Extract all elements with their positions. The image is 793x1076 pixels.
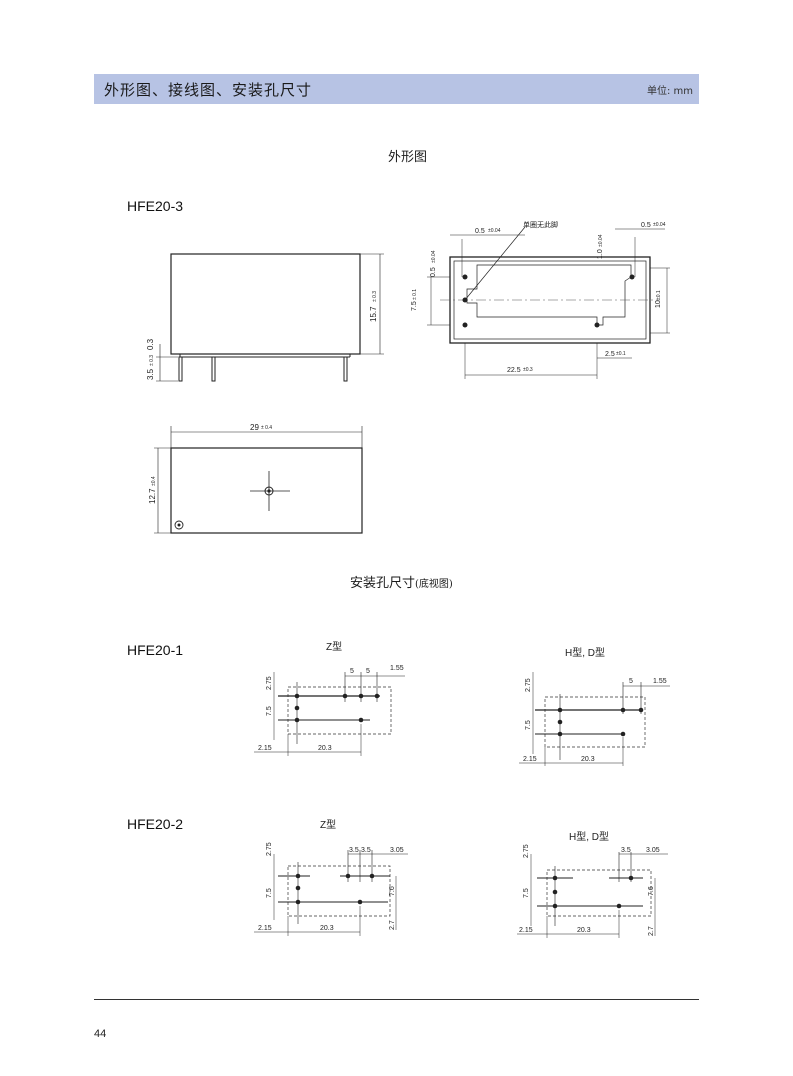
bottom-d7: 22.5 — [507, 367, 521, 374]
z2-dim-d: 3.5 — [361, 847, 371, 854]
hd1-dim-a: 2.75 — [525, 678, 532, 692]
side-pin-offset: 0.3 — [146, 338, 155, 350]
bottom-d5: 7.5 — [411, 301, 418, 311]
z2-dim-c: 3.5 — [349, 847, 359, 854]
mounting-title-main: 安装孔尺寸 — [350, 576, 416, 591]
model-label-hfe20-1: HFE20-1 — [127, 642, 184, 658]
hd1-dim-g: 20.3 — [581, 756, 595, 763]
top-view-drawing: 29 ± 0.4 12.7 ±0.4 — [148, 423, 363, 534]
bottom-d7-tol: ±0.3 — [523, 367, 533, 373]
hd1-dim-b: 7.5 — [525, 720, 532, 730]
hd2-dim-b: 7.5 — [523, 888, 530, 898]
outline-title: 外形图 — [388, 150, 428, 165]
bottom-d2: 0.5 — [641, 222, 651, 229]
z2-dim-e: 3.05 — [390, 847, 404, 854]
bottom-d5-tol: ± 0.1 — [412, 289, 418, 300]
mounting-title: 安装孔尺寸(底视图) — [350, 572, 453, 591]
hfe20-2-hd-hole-drawing: H型, D型 3.5 3.05 2.75 7.5 7.6 2.7 2.15 20… — [517, 830, 668, 938]
z1-dim-g: 20.3 — [318, 745, 332, 752]
bottom-d4: 1.0 — [597, 249, 604, 259]
section-header-bar: 外形图、接线图、安装孔尺寸 单位: mm — [94, 74, 699, 104]
hfe20-1-z-hole-drawing: Z型 5 5 1.55 2.75 7.5 2.15 20.3 — [254, 640, 405, 756]
z2-dim-f: 2.15 — [258, 925, 272, 932]
hd1-dim-c: 5 — [629, 678, 633, 685]
side-view-drawing: 15.7 ± 0.3 3.5 ± 0.3 0.3 — [146, 253, 384, 382]
z2-dim-h: 7.6 — [389, 886, 396, 896]
bottom-d6: 10 — [655, 300, 662, 308]
side-height-value: 15.7 — [369, 306, 378, 322]
bottom-note: 单圈无此脚 — [523, 220, 558, 229]
top-length-value: 29 — [250, 423, 259, 432]
hd2-dim-h: 7.6 — [648, 886, 655, 896]
side-height-tol: ± 0.3 — [372, 291, 378, 302]
bottom-d1-tol: ±0.04 — [488, 228, 501, 234]
hd2-dim-f: 2.15 — [519, 927, 533, 934]
hd-type-label: H型, D型 — [565, 646, 605, 659]
bottom-d3: 0.5 — [430, 267, 437, 277]
bottom-d2-tol: ±0.04 — [653, 222, 666, 228]
bottom-d8: 2.5 — [605, 351, 615, 358]
top-width-value: 12.7 — [148, 488, 157, 504]
z1-dim-b: 7.5 — [266, 706, 273, 716]
z1-dim-f: 2.15 — [258, 745, 272, 752]
bottom-d6-tol: ±0.1 — [656, 290, 662, 300]
hfe20-2-z-hole-drawing: Z型 3.5 3.5 3.05 2.75 7.5 7.6 2.7 2.15 20… — [254, 818, 408, 936]
z-type-label: Z型 — [326, 640, 342, 653]
hd2-dim-g: 20.3 — [577, 927, 591, 934]
unit-label: 单位: mm — [646, 85, 693, 97]
z1-dim-a: 2.75 — [266, 676, 273, 690]
top-width-tol: ±0.4 — [151, 476, 157, 486]
hd-type-label-2: H型, D型 — [569, 830, 609, 843]
top-length-tol: ± 0.4 — [261, 425, 272, 431]
footer-rule — [94, 999, 699, 1000]
z1-dim-d: 5 — [366, 668, 370, 675]
bottom-view-drawing: 单圈无此脚 0.5 ±0.04 0.5 ±0.04 0.5 ±0.04 1.0 … — [411, 220, 670, 379]
side-pin-tol: ± 0.3 — [149, 355, 155, 366]
side-pin-length: 3.5 — [146, 368, 155, 380]
hd2-dim-e: 3.05 — [646, 847, 660, 854]
bottom-d8-tol: ±0.1 — [616, 351, 626, 357]
z-type-label-2: Z型 — [320, 818, 336, 831]
hfe20-1-hd-hole-drawing: H型, D型 5 1.55 2.75 7.5 2.15 20.3 — [519, 646, 670, 766]
model-label-hfe20-3: HFE20-3 — [127, 198, 184, 214]
bottom-d4-tol: ±0.04 — [598, 234, 604, 247]
hd1-dim-f: 2.15 — [523, 756, 537, 763]
page-number: 44 — [94, 1028, 107, 1040]
z2-dim-g: 20.3 — [320, 925, 334, 932]
z2-dim-b: 7.5 — [266, 888, 273, 898]
mounting-title-sub: (底视图) — [415, 579, 453, 590]
z2-dim-i: 2.7 — [389, 920, 396, 930]
z2-dim-a: 2.75 — [266, 842, 273, 856]
bottom-d3-tol: ±0.04 — [431, 250, 437, 263]
z1-dim-c: 5 — [350, 668, 354, 675]
hd1-dim-e: 1.55 — [653, 678, 667, 685]
hd2-dim-i: 2.7 — [648, 926, 655, 936]
model-label-hfe20-2: HFE20-2 — [127, 816, 184, 832]
bottom-d1: 0.5 — [475, 228, 485, 235]
section-title: 外形图、接线图、安装孔尺寸 — [104, 80, 313, 99]
hd2-dim-c: 3.5 — [621, 847, 631, 854]
z1-dim-e: 1.55 — [390, 665, 404, 672]
hd2-dim-a: 2.75 — [523, 844, 530, 858]
